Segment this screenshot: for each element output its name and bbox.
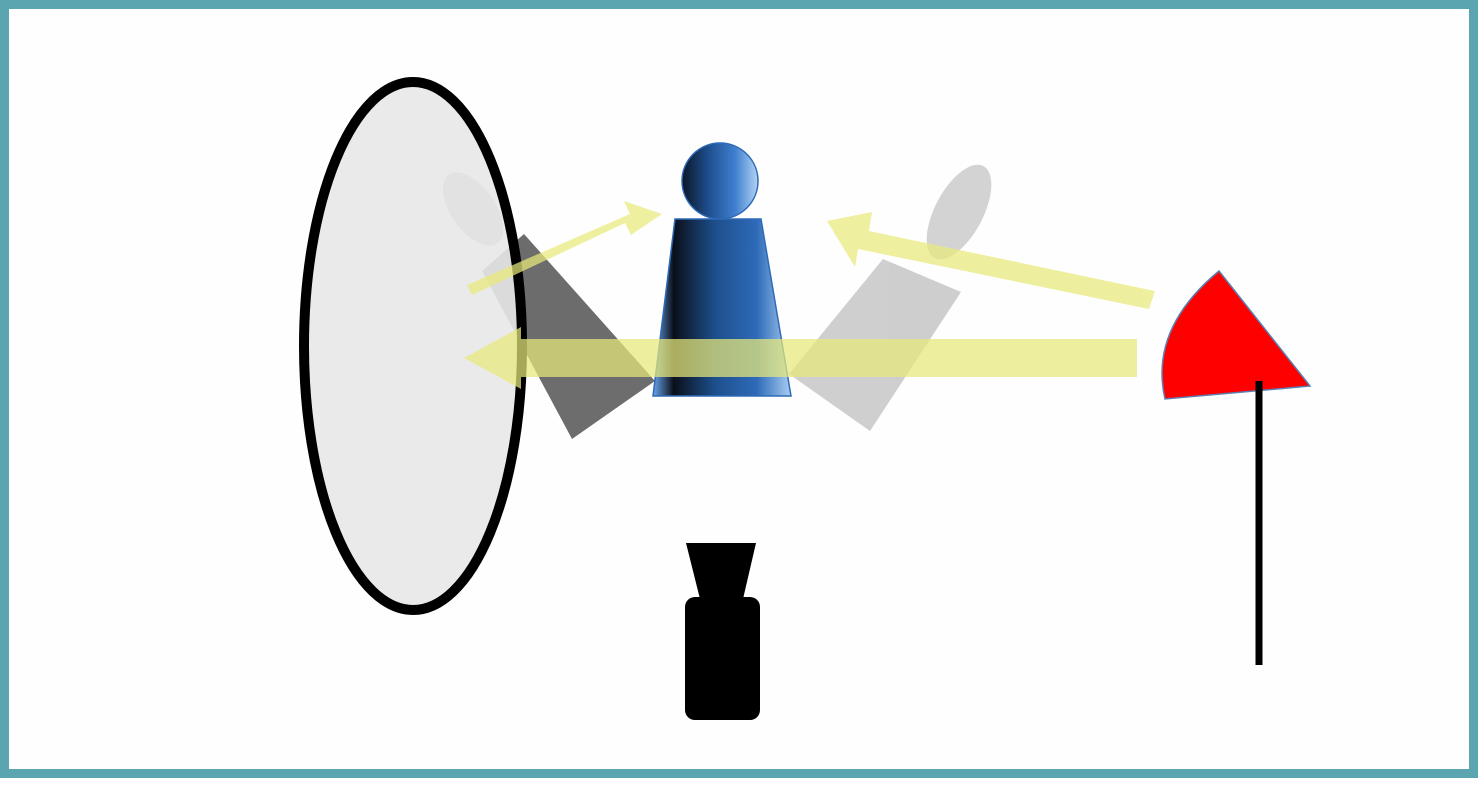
lighting-diagram — [299, 77, 1312, 720]
light-with-stand — [1161, 269, 1312, 665]
light-ray-horizontal — [464, 327, 1137, 389]
light-icon — [1161, 269, 1312, 400]
light-ray-diagonal — [827, 212, 1155, 309]
subject-shadow-right — [789, 164, 992, 431]
light-rays — [464, 201, 1155, 389]
camera-icon — [685, 543, 760, 720]
light-ray-bounce — [467, 201, 662, 295]
